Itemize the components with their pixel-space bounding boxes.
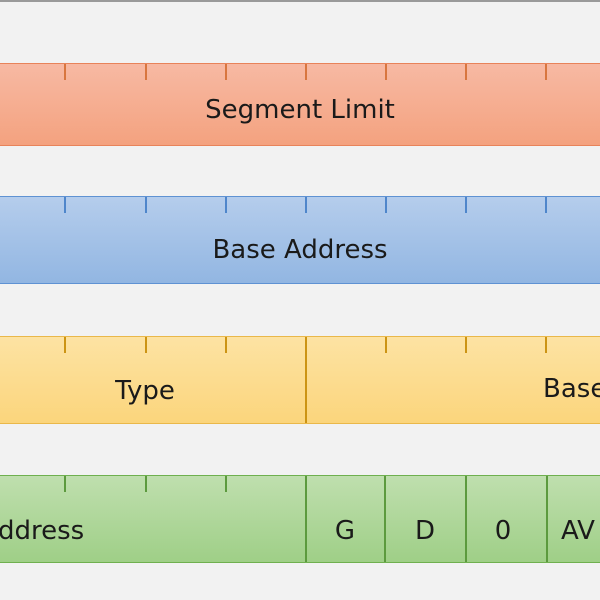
zero-bit-label: 0 <box>494 516 512 546</box>
bit-tick <box>225 337 227 353</box>
bit-tick <box>305 197 307 213</box>
bit-tick <box>145 337 147 353</box>
bit-tick <box>545 337 547 353</box>
segment-limit-row: Segment Limit <box>0 63 600 146</box>
g-flag-label: G <box>334 516 356 546</box>
bit-tick <box>545 197 547 213</box>
d-flag-label: D <box>414 516 436 546</box>
bit-tick <box>465 337 467 353</box>
base-address-label: Base Address <box>212 235 388 265</box>
field-divider <box>546 476 548 562</box>
field-divider <box>465 476 467 562</box>
avl-flag-label: AV <box>561 516 595 546</box>
base-address-row: Base Address <box>0 196 600 284</box>
type-label: Type <box>115 376 175 406</box>
bit-tick <box>225 476 227 492</box>
bit-tick <box>465 197 467 213</box>
bit-tick <box>64 476 66 492</box>
bit-tick <box>385 64 387 80</box>
field-divider <box>384 476 386 562</box>
field-divider <box>305 337 307 423</box>
base-label: Base <box>543 374 600 404</box>
bit-tick <box>305 64 307 80</box>
segment-limit-label: Segment Limit <box>205 95 395 125</box>
bit-tick <box>385 197 387 213</box>
bit-tick <box>145 197 147 213</box>
bit-tick <box>64 337 66 353</box>
type-base-row: Type Base <box>0 336 600 424</box>
bit-tick <box>225 197 227 213</box>
bit-tick <box>64 64 66 80</box>
bit-tick <box>545 64 547 80</box>
top-border <box>0 0 600 2</box>
field-divider <box>305 476 307 562</box>
flags-row: ddress G D 0 AV <box>0 475 600 563</box>
bit-tick <box>225 64 227 80</box>
bit-tick <box>145 64 147 80</box>
bit-tick <box>385 337 387 353</box>
address-label: ddress <box>0 516 85 546</box>
bit-tick <box>465 64 467 80</box>
bit-tick <box>64 197 66 213</box>
bit-tick <box>145 476 147 492</box>
